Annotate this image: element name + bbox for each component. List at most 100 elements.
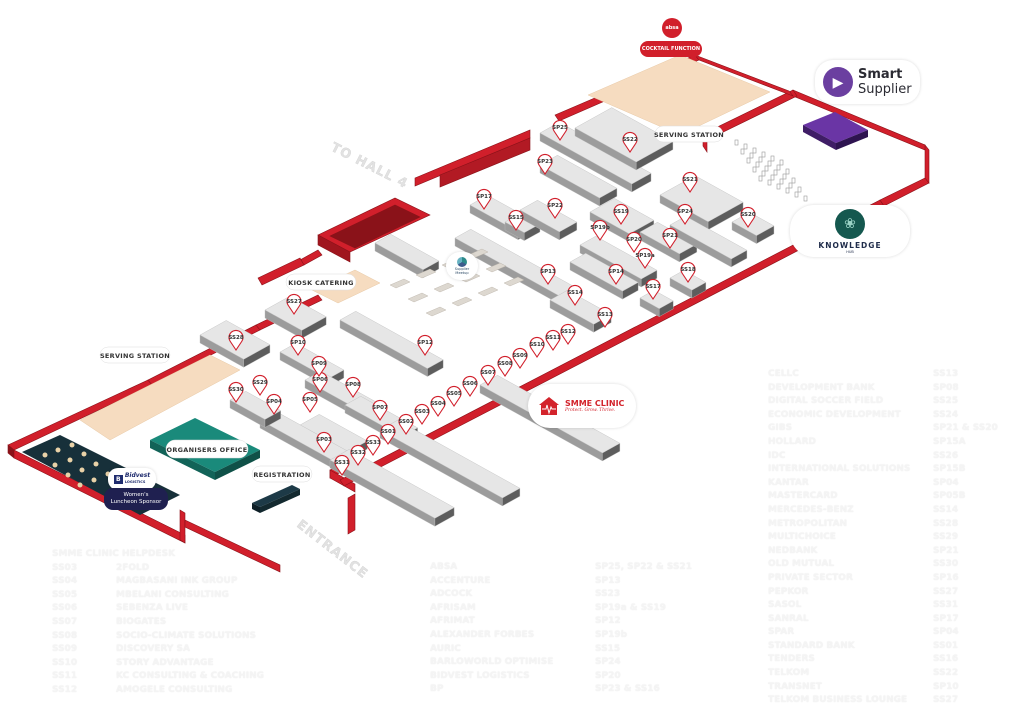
map-pin-icon	[497, 355, 513, 377]
map-pin-icon	[626, 231, 642, 253]
booth-pin-sp14[interactable]: SP14	[608, 263, 624, 285]
booth-pin-label: SS13	[597, 312, 613, 318]
legend-code: SS22	[933, 668, 959, 679]
map-pin-icon	[592, 219, 608, 241]
booth-pin-ss01[interactable]: SS01	[380, 423, 396, 445]
booth-pin-sp09[interactable]: SP09	[311, 355, 327, 377]
booth-pin-sp24[interactable]: SP24	[677, 203, 693, 225]
booth-pin-ss21[interactable]: SS21	[682, 171, 698, 193]
smme-clinic-sponsor: SMME CLINIC Protect. Grow. Thrive.	[528, 384, 636, 428]
booth-pin-ss30[interactable]: SS30	[228, 381, 244, 403]
legend-name: DIGITAL SOCCER FIELD	[768, 396, 884, 407]
booth-pin-ss33[interactable]: SS33	[365, 434, 381, 456]
booth-pin-sp22[interactable]: SP22	[547, 197, 563, 219]
booth-pin-ss29[interactable]: SS29	[252, 374, 268, 396]
booth-block	[264, 296, 327, 339]
booth-pin-label: SS15	[508, 215, 524, 221]
legend-code: SP15B	[933, 464, 966, 475]
booth-pin-sp03[interactable]: SP03	[316, 431, 332, 453]
booth-pin-sp07[interactable]: SP07	[372, 399, 388, 421]
legend-code: SP15A	[933, 436, 966, 447]
meetup-table	[407, 292, 429, 303]
booth-pin-sp13[interactable]: SP13	[540, 263, 556, 285]
booth-pin-ss31[interactable]: SS31	[334, 454, 350, 476]
booth-pin-sp21[interactable]: SP21	[662, 227, 678, 249]
booth-pin-ss10[interactable]: SS10	[529, 336, 545, 358]
booth-pin-sp20[interactable]: SP20	[626, 231, 642, 253]
chair	[791, 177, 796, 184]
booth-pin-ss08[interactable]: SS08	[497, 355, 513, 377]
legend-name: AMOGELE CONSULTING	[116, 684, 233, 695]
legend-code: SS09	[52, 644, 78, 655]
booth-pin-ss13[interactable]: SS13	[597, 306, 613, 328]
booth-pin-label: SS31	[334, 460, 350, 466]
booth-pin-sp04[interactable]: SP04	[266, 393, 282, 415]
booth-pin-sp25[interactable]: SP25	[552, 119, 568, 141]
booth-pin-ss20[interactable]: SS20	[740, 206, 756, 228]
legend-name: INTERNATIONAL SOLUTIONS	[768, 464, 911, 475]
map-pin-icon	[252, 374, 268, 396]
chair	[770, 155, 775, 162]
chair	[740, 148, 745, 155]
booth-pin-sp23[interactable]: SP23	[537, 153, 553, 175]
booth-pin-ss27[interactable]: SS27	[286, 293, 302, 315]
booth-pin-sp17[interactable]: SP17	[476, 188, 492, 210]
womens-luncheon-line2: Luncheon Sponsor	[110, 499, 162, 505]
booth-pin-label: SP13	[540, 269, 556, 275]
absa-logo: absa	[662, 18, 682, 38]
booth-pin-sp19b[interactable]: SP19b	[590, 219, 610, 241]
legend-code: SS11	[52, 671, 78, 682]
booth-pin-ss05[interactable]: SS05	[446, 385, 462, 407]
legend-name: DEVELOPMENT BANK	[768, 382, 875, 393]
booth-pin-ss28[interactable]: SS28	[228, 329, 244, 351]
booth-pin-ss12[interactable]: SS12	[560, 323, 576, 345]
booth-pin-ss02[interactable]: SS02	[398, 413, 414, 435]
legend-name: TELKOM	[768, 668, 810, 679]
map-pin-icon	[417, 334, 433, 356]
supplier-meetup-line1: Supplier	[454, 267, 470, 271]
booth-pin-ss14[interactable]: SS14	[567, 284, 583, 306]
booth-pin-ss19[interactable]: SS19	[613, 203, 629, 225]
booth-pin-ss22[interactable]: SS22	[622, 131, 638, 153]
booth-pin-ss06[interactable]: SS06	[462, 375, 478, 397]
booth-pin-sp19a[interactable]: SP19a	[635, 247, 655, 269]
tree-icon: ❀	[835, 208, 865, 239]
booth-pin-ss18[interactable]: SS18	[680, 261, 696, 283]
booth-pin-ss03[interactable]: SS03	[414, 403, 430, 425]
booth-pin-label: SS04	[430, 401, 446, 407]
chair	[752, 147, 757, 154]
chair	[746, 157, 751, 164]
booth-pin-sp10[interactable]: SP10	[290, 334, 306, 356]
booth-pin-label: SS27	[286, 299, 302, 305]
legend-name: AURIC	[430, 643, 461, 654]
booth-pin-ss07[interactable]: SS07	[480, 364, 496, 386]
booth-pin-label: SS17	[645, 284, 661, 290]
booth-pin-ss11[interactable]: SS11	[545, 329, 561, 351]
legend-code: SS08	[52, 630, 78, 641]
booth-block	[229, 391, 282, 428]
booth-block	[669, 216, 748, 268]
legend-code: SP21	[933, 545, 959, 556]
legend-name: DISCOVERY SA	[116, 644, 190, 655]
map-pin-icon	[266, 393, 282, 415]
legend-code: SS27	[933, 586, 959, 597]
booth-pin-label: SS20	[740, 212, 756, 218]
booth-pin-ss04[interactable]: SS04	[430, 395, 446, 417]
booth-pin-ss09[interactable]: SS09	[512, 347, 528, 369]
legend-name: MERCEDES-BENZ	[768, 504, 854, 515]
booth-pin-ss17[interactable]: SS17	[645, 278, 661, 300]
booth-pin-sp12[interactable]: SP12	[417, 334, 433, 356]
booth-pin-sp05[interactable]: SP05	[302, 391, 318, 413]
legend-code: SS03	[52, 562, 78, 573]
booth-pin-ss15[interactable]: SS15	[508, 209, 524, 231]
booth-pin-ss32[interactable]: SS32	[350, 444, 366, 466]
booth-pin-sp08[interactable]: SP08	[345, 376, 361, 398]
